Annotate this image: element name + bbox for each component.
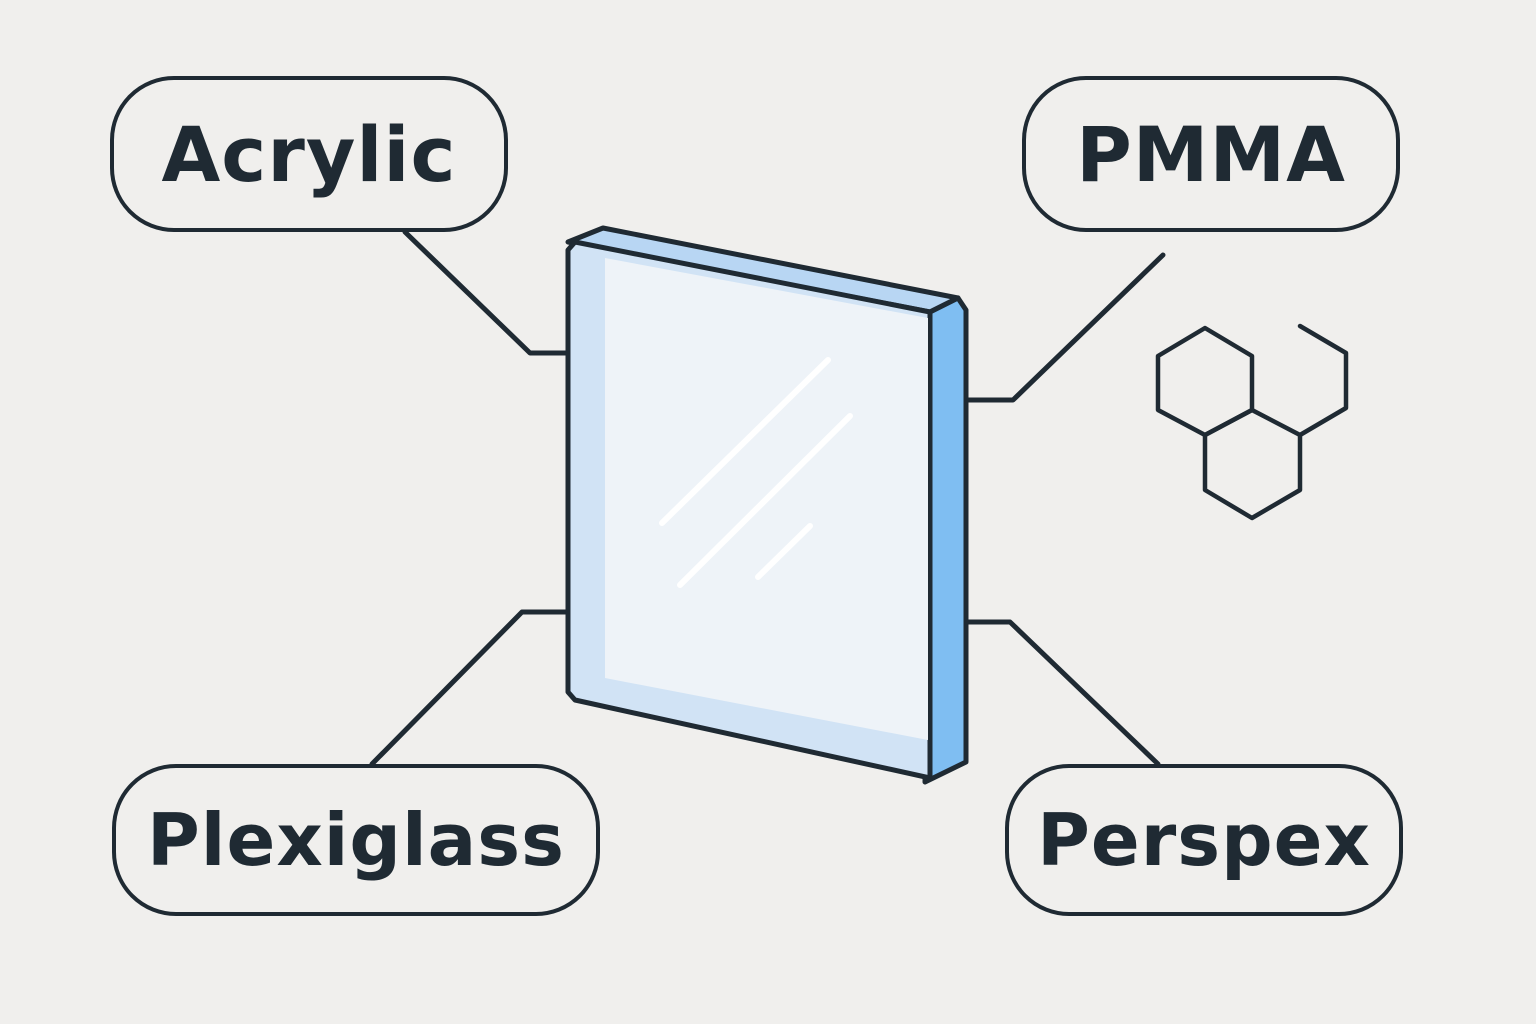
label-pmma: PMMA xyxy=(1022,76,1400,232)
hexagon-lower xyxy=(1202,407,1303,521)
connector-plexiglass xyxy=(369,609,571,767)
label-acrylic: Acrylic xyxy=(110,76,508,232)
connector-perspex xyxy=(963,619,1161,767)
molecule-side-chain xyxy=(1297,323,1349,438)
label-plexiglass: Plexiglass xyxy=(112,764,600,916)
acrylic-sheet-icon xyxy=(565,225,969,785)
connector-acrylic xyxy=(402,229,571,356)
connector-pmma xyxy=(963,252,1166,403)
label-perspex: Perspex xyxy=(1005,764,1403,916)
molecule-hexagon-icon xyxy=(1155,323,1349,521)
sheet-highlights xyxy=(659,357,853,588)
